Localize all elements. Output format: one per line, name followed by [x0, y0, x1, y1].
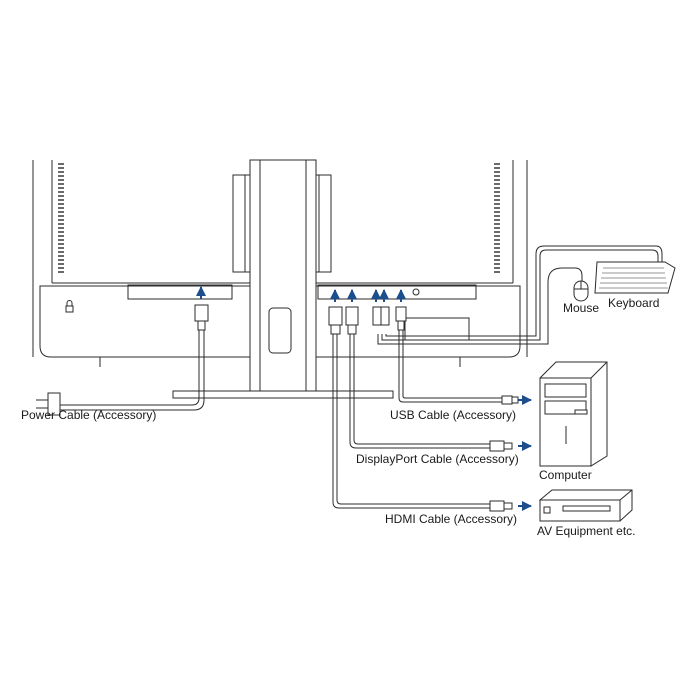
computer-label: Computer — [539, 468, 592, 482]
mouse-label: Mouse — [563, 301, 600, 315]
hdmi-cable-label: HDMI Cable (Accessory) — [385, 512, 518, 526]
computer-icon — [539, 361, 608, 467]
power-cable-label: Power Cable (Accessory) — [21, 408, 157, 422]
displayport-cable-label: DisplayPort Cable (Accessory) — [356, 452, 519, 466]
monitor-stand — [172, 159, 394, 399]
cables — [59, 245, 663, 509]
vent-left — [58, 163, 64, 273]
mouse-icon — [573, 280, 589, 302]
keyboard-label: Keyboard — [608, 296, 660, 310]
keyboard-icon — [594, 261, 676, 294]
port-panel — [127, 284, 477, 341]
vent-right — [494, 163, 500, 273]
connection-arrows — [196, 286, 532, 511]
usb-cable-label: USB Cable (Accessory) — [390, 408, 517, 422]
kensington-lock-icon — [65, 300, 74, 313]
av-equipment-icon — [538, 489, 633, 522]
cable-plugs — [36, 304, 519, 512]
av-equipment-label: AV Equipment etc. — [537, 524, 636, 538]
